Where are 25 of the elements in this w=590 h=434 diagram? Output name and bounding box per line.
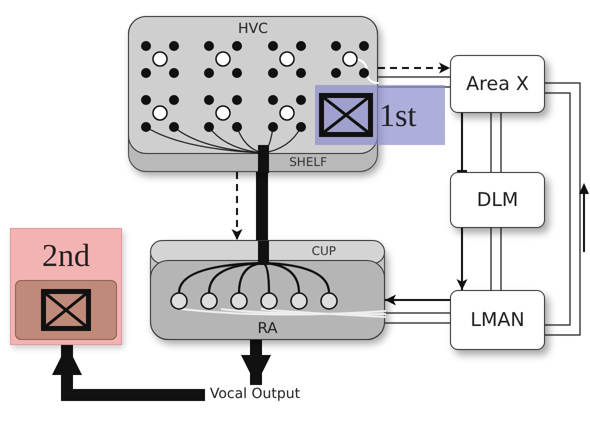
fiber-tract [490, 228, 502, 290]
arrow [456, 228, 468, 290]
region-label: DLM [476, 189, 518, 211]
region-box [450, 290, 545, 350]
region-label: Area X [466, 73, 529, 95]
fiber-tract [385, 312, 450, 324]
region-box [450, 55, 545, 113]
arrow [385, 294, 450, 306]
region-label: RA [256, 319, 279, 337]
band-label: SHELF [289, 155, 327, 169]
thick-arrow [241, 340, 271, 385]
arrow [378, 62, 450, 74]
band-label: CUP [312, 244, 336, 258]
thick-arrow [52, 345, 205, 401]
panel-label: 2nd [42, 237, 90, 274]
marker-panel [10, 228, 122, 345]
fiber-tract [490, 113, 502, 172]
panel-label: 1st [379, 96, 416, 134]
output-label: Vocal Output [210, 386, 300, 402]
region-label: HVC [237, 21, 269, 37]
arrow [232, 172, 242, 240]
region-label: LMAN [470, 309, 525, 331]
region-box [450, 172, 545, 228]
marker-panel [315, 85, 445, 145]
fiber-tract [545, 82, 581, 336]
